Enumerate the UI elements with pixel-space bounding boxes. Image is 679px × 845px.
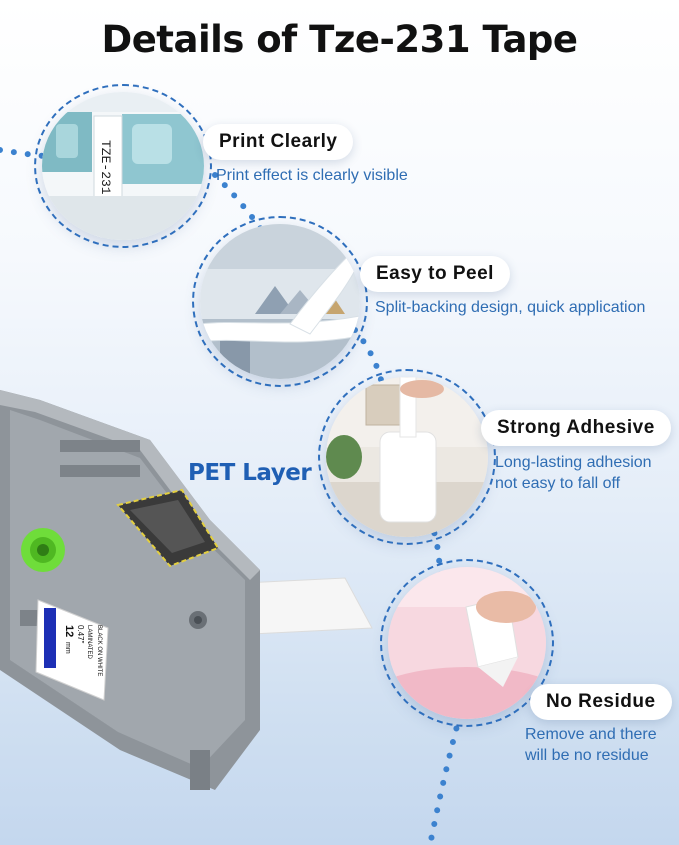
feature-easy-to-peel-label: Easy to Peel: [360, 256, 510, 292]
feature-strong-adhesive-desc-2: not easy to fall off: [495, 475, 621, 492]
strong-adhesive-ring: [318, 369, 496, 545]
feature-no-residue-label: No Residue: [530, 684, 672, 720]
cartridge-label-inch: 0.47": [76, 625, 85, 644]
print-clearly-ring: [34, 84, 212, 248]
feature-print-clearly-label: Print Clearly: [203, 124, 354, 160]
pet-layer-callout: PET Layer: [188, 460, 312, 486]
cartridge-label-unit: mm: [64, 642, 71, 654]
cartridge-label-colors: BLACK ON WHITE: [96, 625, 102, 676]
cartridge-label-laminated: LAMINATED: [86, 625, 92, 660]
tape-cartridge-illustration: 12 mm 0.47" LAMINATED BLACK ON WHITE: [0, 390, 373, 790]
feature-easy-to-peel-desc: Split-backing design, quick application: [375, 299, 646, 316]
feature-strong-adhesive-label: Strong Adhesive: [481, 410, 671, 446]
feature-no-residue-desc-1: Remove and there: [525, 726, 657, 743]
no-residue-ring: [380, 559, 554, 727]
page-title: Details of Tze-231 Tape: [101, 18, 579, 61]
feature-print-clearly-desc: Print effect is clearly visible: [216, 167, 408, 184]
feature-no-residue-desc-2: will be no residue: [525, 747, 649, 764]
cartridge-label-width: 12: [63, 625, 75, 637]
feature-strong-adhesive-desc-1: Long-lasting adhesion: [495, 454, 652, 471]
easy-to-peel-ring: [192, 216, 368, 387]
